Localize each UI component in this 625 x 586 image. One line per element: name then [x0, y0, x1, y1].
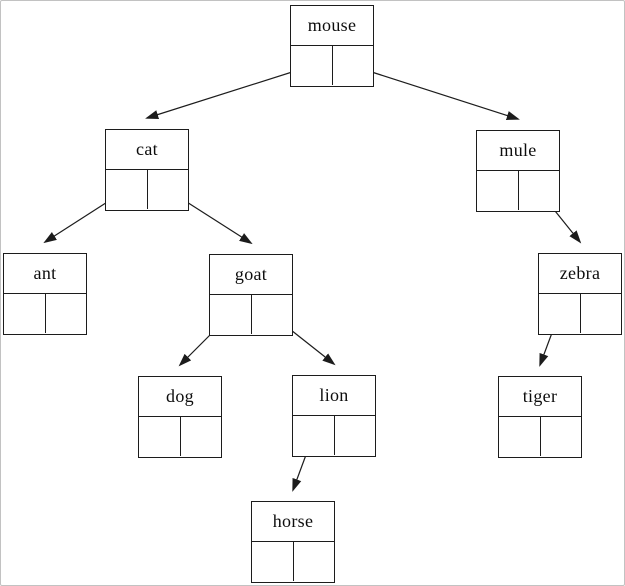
node-left-pointer-cell [106, 170, 147, 210]
node-label: zebra [539, 254, 621, 294]
edge-arrow-mouse-cat [145, 65, 312, 120]
node-right-pointer-cell [579, 293, 622, 333]
tree-node-ant: ant [3, 253, 87, 335]
node-right-pointer-cell [44, 293, 87, 333]
node-label: mule [477, 131, 559, 171]
node-right-pointer-cell [292, 541, 335, 581]
tree-node-zebra: zebra [538, 253, 622, 335]
node-pointer-cells [291, 45, 374, 86]
node-label: lion [293, 376, 375, 416]
edge-arrow-mouse-mule [352, 65, 520, 120]
node-left-pointer-cell [291, 46, 332, 86]
node-pointer-cells [4, 293, 87, 334]
node-left-pointer-cell [139, 417, 180, 457]
node-left-pointer-cell [4, 294, 45, 334]
tree-node-goat: goat [209, 254, 293, 336]
node-pointer-cells [106, 169, 189, 210]
tree-node-dog: dog [138, 376, 222, 458]
node-pointer-cells [539, 293, 622, 334]
node-label: mouse [291, 6, 373, 46]
node-pointer-cells [499, 416, 582, 457]
node-left-pointer-cell [210, 295, 251, 335]
node-pointer-cells [139, 416, 222, 457]
node-right-pointer-cell [539, 416, 582, 456]
tree-node-mouse: mouse [290, 5, 374, 87]
node-pointer-cells [210, 294, 293, 335]
node-right-pointer-cell [250, 294, 293, 334]
node-right-pointer-cell [146, 169, 189, 209]
node-label: horse [252, 502, 334, 542]
node-right-pointer-cell [517, 170, 560, 210]
node-label: goat [210, 255, 292, 295]
node-left-pointer-cell [477, 171, 518, 211]
node-left-pointer-cell [499, 417, 540, 457]
tree-node-lion: lion [292, 375, 376, 457]
node-right-pointer-cell [179, 416, 222, 456]
node-pointer-cells [252, 541, 335, 582]
node-label: tiger [499, 377, 581, 417]
node-pointer-cells [293, 415, 376, 456]
node-left-pointer-cell [539, 294, 580, 334]
node-label: ant [4, 254, 86, 294]
tree-node-horse: horse [251, 501, 335, 583]
node-label: cat [106, 130, 188, 170]
node-right-pointer-cell [333, 415, 376, 455]
node-left-pointer-cell [293, 416, 334, 456]
node-pointer-cells [477, 170, 560, 211]
tree-node-tiger: tiger [498, 376, 582, 458]
node-left-pointer-cell [252, 542, 293, 582]
node-label: dog [139, 377, 221, 417]
tree-node-cat: cat [105, 129, 189, 211]
node-right-pointer-cell [331, 45, 374, 85]
tree-node-mule: mule [476, 130, 560, 212]
